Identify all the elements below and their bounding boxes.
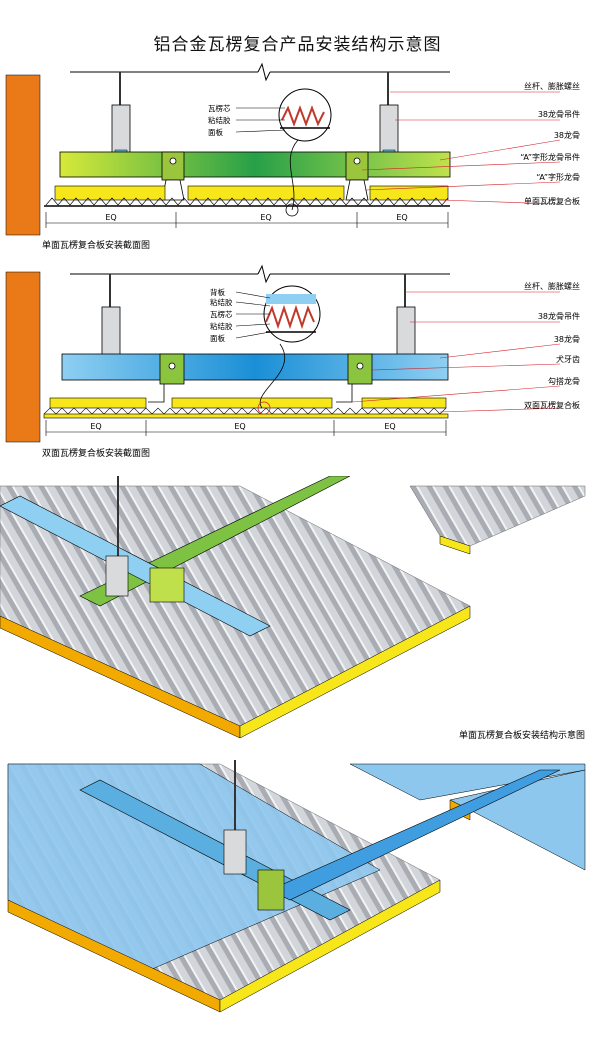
ceiling-line: [70, 264, 450, 284]
callout-panel: 双面瓦楞复合板: [524, 400, 580, 410]
dimension-line: [45, 212, 449, 228]
dim-eq-1: EQ: [90, 422, 101, 431]
detail-label-glue1: 粘结胶: [210, 297, 233, 307]
ceiling-line: [70, 62, 450, 82]
dim-eq-2: EQ: [260, 213, 271, 222]
callout-hanger: 38龙骨吊件: [538, 311, 580, 321]
section2-diagram: 背板 粘结胶 瓦楞芯 粘结胶 面板 丝杆、膨胀螺丝 38龙骨吊件 38龙骨 犬牙…: [5, 264, 580, 459]
detail-leaders: [235, 291, 271, 339]
callout-rod: 丝杆、膨胀螺丝: [524, 81, 580, 91]
double-face-panel-top: [7, 763, 381, 971]
page-title: 铝合金瓦楞复合产品安装结构示意图: [153, 35, 442, 55]
detail-label-glue2: 粘结胶: [210, 321, 233, 331]
clip-iso: [257, 869, 285, 911]
keel38-profile: [61, 353, 449, 381]
section2-caption: 双面瓦楞复合板安装截面图: [42, 447, 150, 459]
layer-detail-circle: [257, 285, 321, 415]
panel-edge: [239, 605, 471, 739]
double-face-panel: [43, 397, 449, 419]
detail-label-core: 瓦楞芯: [208, 103, 231, 113]
callout-a-keel: “A”字形龙骨: [536, 172, 580, 182]
hanger-iso: [105, 555, 129, 597]
callout-keel38: 38龙骨: [554, 130, 580, 140]
detail-label-core: 瓦楞芯: [210, 309, 233, 319]
keel38-profile: [59, 151, 451, 178]
detail-label-back: 背板: [210, 287, 225, 297]
layer-detail-circle: [278, 88, 332, 217]
dim-eq-2: EQ: [234, 422, 245, 431]
detail-leaders: [235, 107, 286, 133]
clip-iso: [149, 567, 185, 603]
single-face-panel: [44, 185, 450, 207]
wall: [5, 74, 41, 236]
callout-keel38: 38龙骨: [554, 334, 580, 344]
dimension-line: [45, 420, 447, 436]
dim-eq-3: EQ: [384, 422, 395, 431]
detail-label-glue: 粘结胶: [208, 115, 231, 125]
single-face-isometric: 单面瓦楞复合板安装结构示意图: [0, 476, 586, 741]
detail-label-face: 面板: [208, 127, 223, 137]
double-face-isometric: [7, 760, 586, 1013]
callout-rod: 丝杆、膨胀螺丝: [524, 281, 580, 291]
callout-leaders: [361, 91, 561, 205]
wall: [5, 271, 41, 443]
section1-caption: 单面瓦楞复合板安装截面图: [42, 239, 150, 251]
double-face-panel-right-far: [349, 763, 586, 801]
callout-leaders: [351, 291, 561, 413]
dim-eq-3: EQ: [396, 213, 407, 222]
callout-clip: 犬牙齿: [556, 354, 580, 364]
section1-diagram: 瓦楞芯 粘结胶 面板 丝杆、膨胀螺丝 38龙骨吊件 38龙骨 “A”字形龙骨吊件…: [5, 62, 580, 251]
hanger-rod: [109, 274, 406, 312]
dim-eq-1: EQ: [105, 213, 116, 222]
hanger-iso: [223, 829, 247, 875]
detail-label-face: 面板: [210, 333, 225, 343]
panel-edge: [439, 535, 471, 555]
callout-a-hanger: “A”字形龙骨吊件: [520, 152, 580, 162]
callout-hanger: 38龙骨吊件: [538, 109, 580, 119]
callout-panel: 单面瓦楞复合板: [524, 196, 580, 206]
panel-edge: [219, 879, 441, 1013]
hanger-rod: [119, 72, 389, 115]
section3-caption: 单面瓦楞复合板安装结构示意图: [459, 729, 585, 741]
dog-tooth-clip: [159, 353, 373, 385]
callout-hook-keel: 勾搭龙骨: [548, 376, 580, 386]
corrugated-panel-right: [409, 485, 586, 547]
